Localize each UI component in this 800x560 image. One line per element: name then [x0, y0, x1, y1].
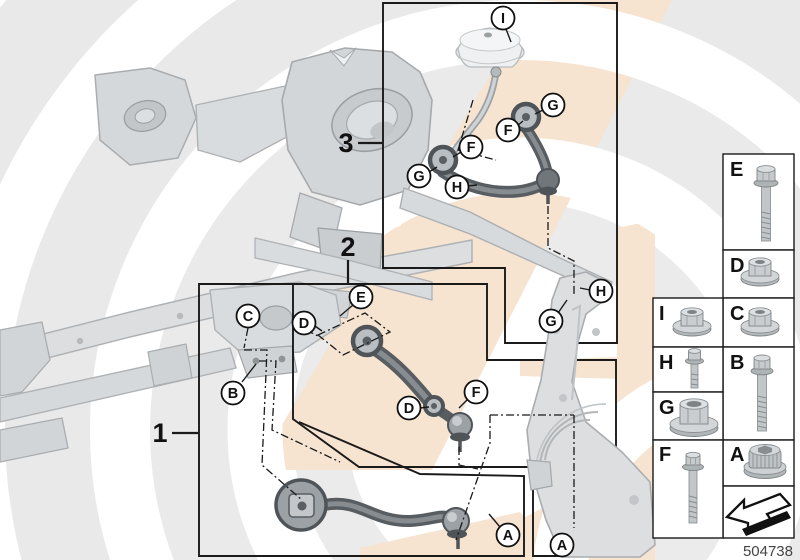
svg-text:A: A — [503, 528, 514, 544]
svg-text:F: F — [472, 385, 481, 401]
svg-text:A: A — [557, 538, 568, 554]
hex-flange-nut-icon-i — [672, 307, 712, 337]
svg-text:B: B — [228, 386, 238, 402]
assembly-axis-lines — [243, 99, 575, 541]
callout-B: B — [220, 380, 246, 406]
svg-text:C: C — [243, 309, 254, 325]
legend-label-F: F — [659, 444, 671, 466]
legend-label-B: B — [730, 352, 744, 374]
camber-link-illustration — [350, 324, 473, 452]
cross-member — [195, 84, 297, 163]
legend-label-C: C — [730, 303, 744, 325]
kit-2-label: 2 — [340, 232, 355, 262]
callout-G-knuckle: G — [538, 308, 564, 334]
hex-flange-bolt-long-icon-e — [753, 165, 779, 242]
callout-A-right: A — [549, 532, 575, 558]
callout-G-upper-left: G — [406, 163, 432, 189]
callout-D-left: D — [291, 310, 317, 336]
callout-C: C — [235, 303, 261, 329]
fastener-legend-table: E D C B A I H G F — [652, 153, 795, 539]
left-lower-bracket — [0, 417, 69, 463]
tension-strut-illustration — [274, 478, 470, 549]
legend-label-G: G — [659, 397, 675, 419]
svg-text:H: H — [596, 284, 606, 300]
legend-label-H: H — [659, 352, 673, 374]
callout-G-upper-right: G — [540, 92, 566, 118]
callout-E: E — [348, 284, 374, 310]
callout-leader-lines — [241, 28, 591, 528]
legend-label-A: A — [730, 444, 744, 466]
hex-flange-nut-icon-c — [740, 307, 780, 337]
svg-text:F: F — [467, 140, 476, 156]
tension-strut-bracket — [237, 345, 298, 379]
hex-flange-nut-icon-d — [740, 257, 780, 287]
callout-A-left: A — [495, 522, 521, 548]
callout-D-lower: D — [396, 395, 422, 421]
callout-markers: I G F F G H H G — [220, 5, 614, 558]
legend-label-D: D — [730, 255, 744, 277]
svg-text:D: D — [404, 401, 414, 417]
hex-flange-bolt-long-icon-b — [750, 354, 774, 432]
svg-text:D: D — [299, 316, 309, 332]
svg-text:G: G — [413, 169, 424, 185]
ball-joint-clamp-lug — [526, 459, 553, 491]
callout-H-upper: H — [444, 174, 470, 200]
direction-of-travel-arrow-icon — [724, 492, 792, 536]
kit-number-labels: 1 2 3 — [152, 128, 382, 448]
kit-box-3 — [382, 2, 618, 344]
link-rod-illustration — [448, 66, 502, 158]
kit-box-1 — [198, 283, 525, 557]
legend-cell-H — [652, 346, 724, 393]
hex-flange-bolt-medium-icon-f — [682, 451, 704, 524]
hex-flange-bolt-short-icon-h — [685, 348, 704, 389]
front-axle-subframe-illustration — [0, 47, 613, 463]
svg-text:H: H — [452, 180, 462, 196]
rail-foot-bracket — [147, 343, 193, 387]
left-end-bracket — [0, 321, 51, 397]
callout-I-letter: I — [501, 11, 505, 27]
callout-I: I — [490, 5, 516, 31]
legend-label-E: E — [730, 159, 743, 181]
svg-text:F: F — [504, 123, 513, 139]
svg-text:G: G — [545, 314, 556, 330]
legend-label-I: I — [659, 303, 665, 325]
kit-3-label: 3 — [338, 128, 353, 158]
diagram-part-number: 504738 — [743, 543, 793, 560]
svg-text:E: E — [356, 290, 366, 306]
callout-H-knuckle: H — [588, 278, 614, 304]
callout-F-lower: F — [463, 379, 489, 405]
kit-1-label: 1 — [152, 418, 167, 448]
hex-flange-nut-large-icon-g — [669, 398, 719, 437]
callout-F-upper-left: F — [458, 134, 484, 160]
support-cup-illustration — [455, 27, 525, 68]
callout-F-upper-right: F — [495, 117, 521, 143]
collar-nut-icon-a — [743, 444, 787, 479]
svg-text:G: G — [547, 98, 558, 114]
